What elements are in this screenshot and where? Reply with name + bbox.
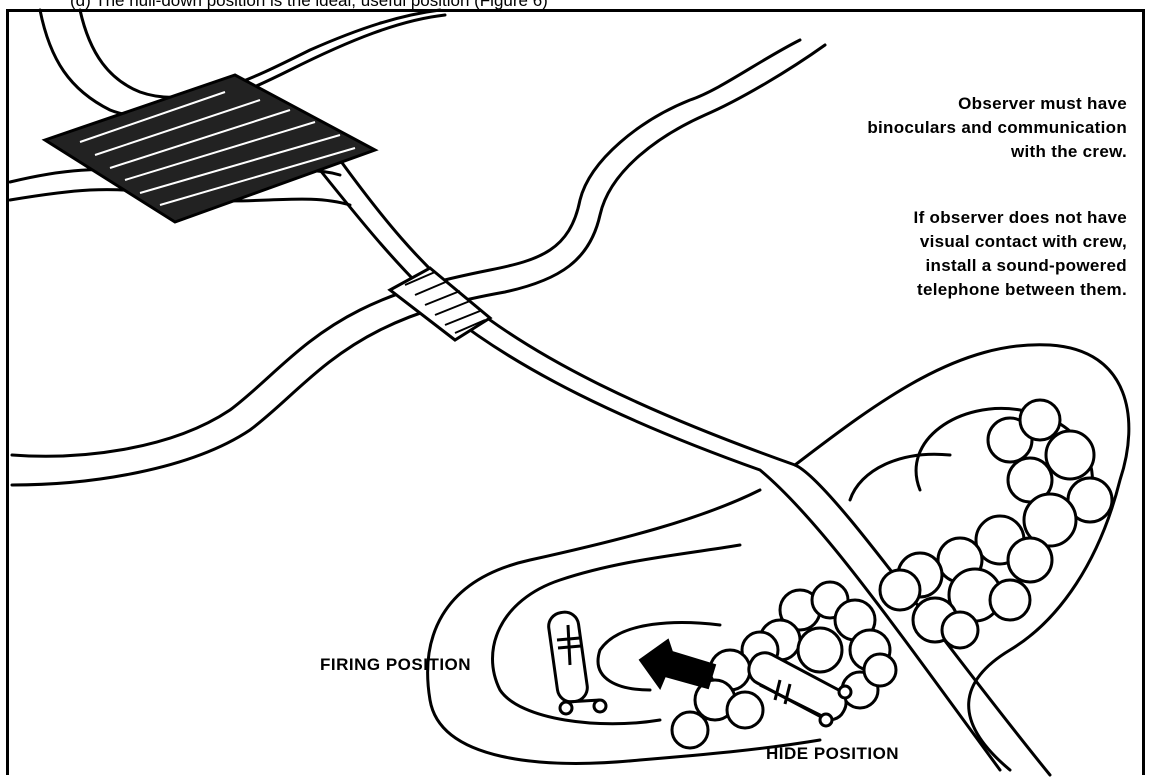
bridge <box>390 268 490 340</box>
observer-note: Observer must have binoculars and commun… <box>767 92 1127 164</box>
note-line: with the crew. <box>767 140 1127 164</box>
arrow-icon <box>640 640 715 688</box>
contour-right-mid <box>850 454 950 500</box>
note-line: telephone between them. <box>747 278 1127 302</box>
hide-position-label: HIDE POSITION <box>766 744 899 764</box>
tree-icon <box>880 400 1112 648</box>
river-a <box>12 40 800 456</box>
note-line: visual contact with crew, <box>747 230 1127 254</box>
telephone-note: If observer does not have visual contact… <box>747 206 1127 302</box>
note-line: If observer does not have <box>747 206 1127 230</box>
note-line: binoculars and communication <box>767 116 1127 140</box>
note-line: Observer must have <box>767 92 1127 116</box>
note-line: install a sound-powered <box>747 254 1127 278</box>
firing-position-label: FIRING POSITION <box>320 655 471 675</box>
